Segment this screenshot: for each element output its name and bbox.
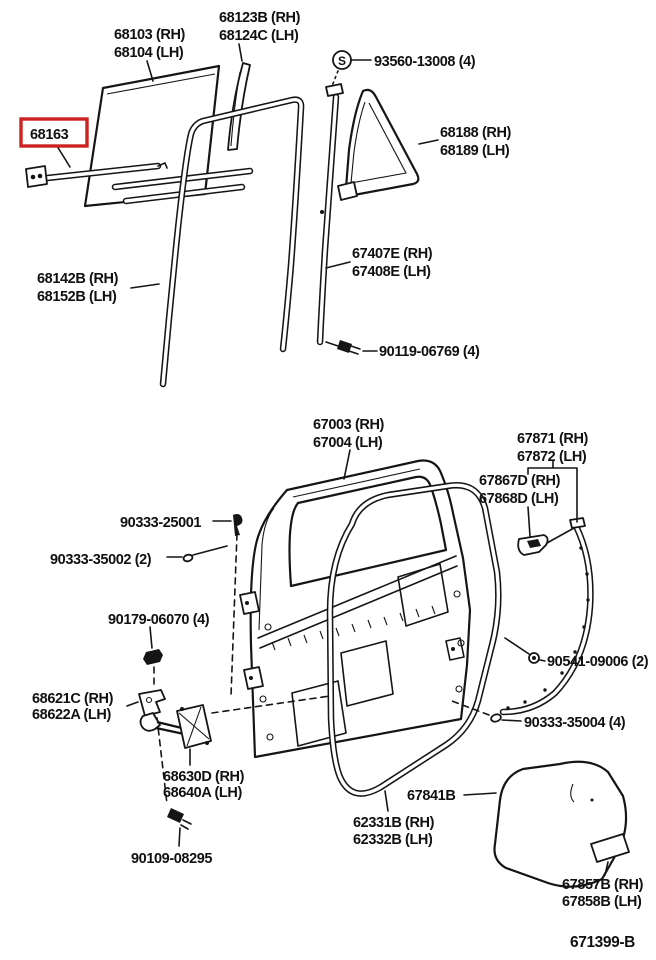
rear-weatherstrip-strip-drawing [499,517,594,716]
highlight-box [19,117,89,148]
glass-channel-68163-drawing [25,162,168,188]
door-weatherstrip-loop-drawing [326,482,502,797]
label-90333-25001[interactable]: 90333-25001 [120,515,202,531]
label-90119[interactable]: 90119-06769 (4) [379,344,480,360]
clip-09006-glyph [504,637,546,664]
svg-text:90179-06070 (4): 90179-06070 (4) [108,612,210,628]
label-90333-35002[interactable]: 90333-35002 (2) [50,552,152,568]
svg-text:68152B (LH): 68152B (LH) [37,289,117,305]
svg-text:93560-13008 (4): 93560-13008 (4) [374,54,476,70]
label-67871[interactable]: 67871 (RH) 67872 (LH) [517,431,589,465]
division-bar-drawing [316,83,344,346]
leader-lines [56,43,439,812]
label-68103[interactable]: 68103 (RH) 68104 (LH) [114,27,186,61]
svg-text:67871 (RH): 67871 (RH) [517,431,589,447]
check-bolt-glyph [167,808,192,847]
label-68142B[interactable]: 68142B (RH) 68152B (LH) [37,271,119,305]
svg-text:68188 (RH): 68188 (RH) [440,125,512,141]
svg-text:68622A (LH): 68622A (LH) [32,707,111,723]
label-90109[interactable]: 90109-08295 [131,851,213,867]
svg-text:90333-35004 (4): 90333-35004 (4) [524,715,626,731]
svg-text:90333-35002 (2): 90333-35002 (2) [50,552,152,568]
svg-text:68630D (RH): 68630D (RH) [163,769,245,785]
svg-text:68124C (LH): 68124C (LH) [219,28,299,44]
screw-symbol-letter: S [338,54,346,68]
label-68630D[interactable]: 68630D (RH) 68640A (LH) [163,769,245,801]
label-67003[interactable]: 67003 (RH) 67004 (LH) [313,417,385,451]
lower-cover-drawing [590,833,630,876]
service-hole-cover-drawing [463,760,628,888]
svg-text:67407E (RH): 67407E (RH) [352,246,433,262]
clip-35002-glyph [166,545,228,563]
svg-text:68621C (RH): 68621C (RH) [32,691,114,707]
screw-symbol: S [331,50,372,87]
svg-text:68104 (LH): 68104 (LH) [114,45,184,61]
label-68123B[interactable]: 68123B (RH) 68124C (LH) [219,10,301,44]
rear-weatherstrip-bracket-lines [527,460,578,523]
svg-text:68189 (LH): 68189 (LH) [440,143,510,159]
division-bolt-glyph [325,340,378,355]
clip-35004-glyph [451,700,522,723]
svg-text:67868D (LH): 67868D (LH) [479,491,559,507]
label-90541[interactable]: 90541-09006 (2) [547,654,649,670]
glass-run-channel-drawing [159,96,305,388]
nut-glyph [143,626,163,689]
label-62331B[interactable]: 62331B (RH) 62332B (LH) [353,815,435,848]
label-90333-35004[interactable]: 90333-35004 (4) [524,715,626,731]
label-67841B[interactable]: 67841B [407,788,456,804]
quarter-weatherstrip-drawing [337,88,420,201]
label-68163-selected[interactable]: 68163 [19,117,89,148]
svg-text:67857B (RH): 67857B (RH) [562,877,644,893]
svg-text:67408E (LH): 67408E (LH) [352,264,431,280]
rear-clip-glyph [517,506,575,556]
svg-text:68103 (RH): 68103 (RH) [114,27,186,43]
svg-text:68640A (LH): 68640A (LH) [163,785,242,801]
door-panel-drawing [239,459,472,759]
label-67857B[interactable]: 67857B (RH) 67858B (LH) [562,877,644,910]
svg-text:90109-08295: 90109-08295 [131,851,212,867]
door-check-glyph [139,695,331,766]
svg-text:67858B (LH): 67858B (LH) [562,894,642,910]
svg-text:67872 (LH): 67872 (LH) [517,449,587,465]
label-90179[interactable]: 90179-06070 (4) [108,612,210,628]
check-bracket-glyph [126,689,168,805]
svg-text:671399-B: 671399-B [570,934,635,951]
svg-text:90119-06769 (4): 90119-06769 (4) [379,344,480,360]
clip-25001-glyph [212,514,243,697]
svg-text:62331B (RH): 62331B (RH) [353,815,435,831]
label-67407E[interactable]: 67407E (RH) 67408E (LH) [352,246,433,280]
quarter-glass-sash-drawing [227,62,251,151]
svg-text:67841B: 67841B [407,788,455,804]
svg-text:67003 (RH): 67003 (RH) [313,417,385,433]
svg-text:90333-25001: 90333-25001 [120,515,201,531]
svg-text:90541-09006 (2): 90541-09006 (2) [547,654,649,670]
svg-text:67867D (RH): 67867D (RH) [479,473,561,489]
label-93560[interactable]: 93560-13008 (4) [374,54,476,70]
svg-text:67004 (LH): 67004 (LH) [313,435,383,451]
svg-text:68163: 68163 [30,127,69,143]
figure-code: 671399-B [570,934,635,951]
label-67867D[interactable]: 67867D (RH) 67868D (LH) [479,473,561,507]
label-68621C[interactable]: 68621C (RH) 68622A (LH) [32,691,114,723]
svg-text:68123B (RH): 68123B (RH) [219,10,301,26]
svg-text:62332B (LH): 62332B (LH) [353,832,433,848]
svg-text:68142B (RH): 68142B (RH) [37,271,119,287]
label-68188[interactable]: 68188 (RH) 68189 (LH) [440,125,512,159]
